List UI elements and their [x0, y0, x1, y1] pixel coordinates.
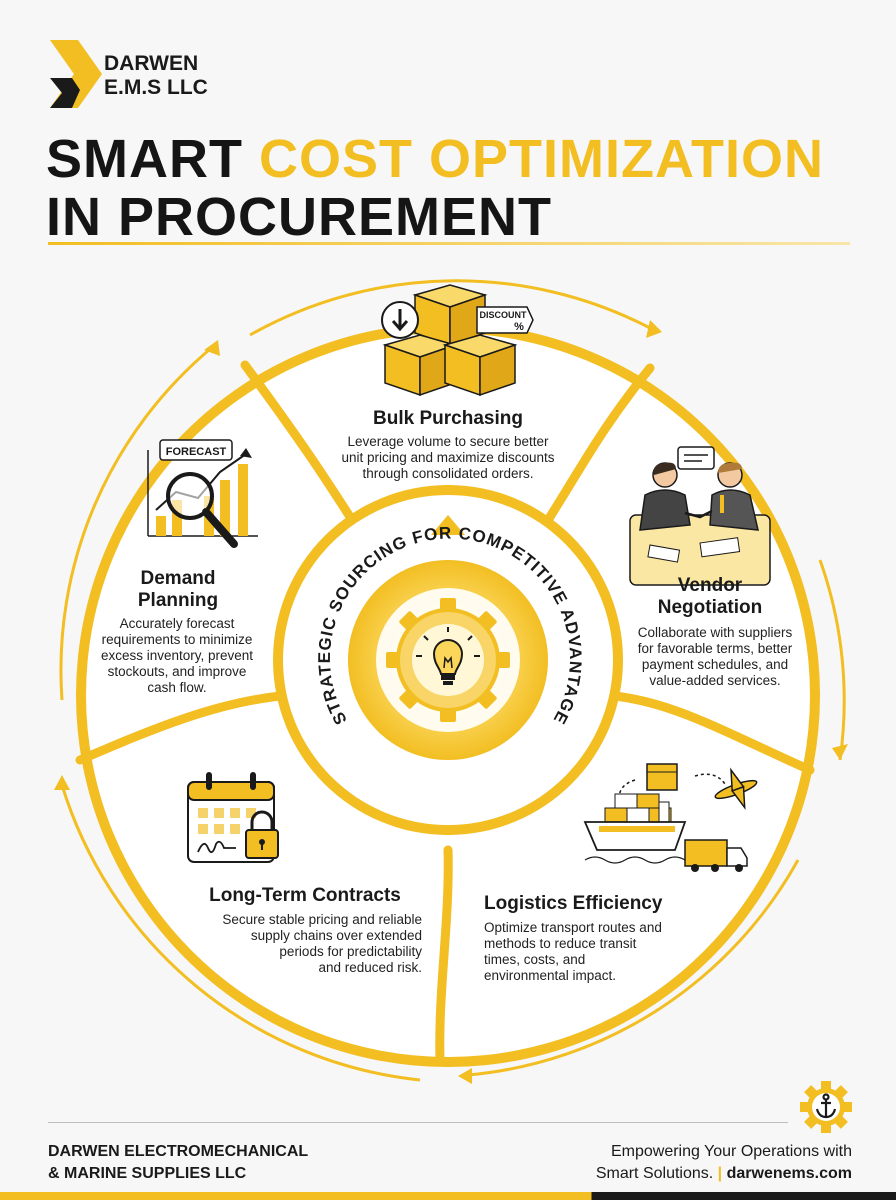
outer-cycle-arrows [59, 279, 846, 1082]
brand-name: DARWEN E.M.S LLC [104, 52, 208, 100]
vendor-title: Vendor Negotiation [610, 575, 810, 619]
brand-line2: E.M.S LLC [104, 76, 208, 99]
logistics-desc-line: environmental impact. [484, 968, 617, 983]
contracts-desc-line: Secure stable pricing and reliable [222, 912, 422, 927]
demand-desc-line: cash flow. [147, 680, 207, 695]
bulk-desc: Leverage volume to secure better unit pr… [0, 434, 896, 482]
handshake-icon [629, 446, 771, 586]
footer-company-line: DARWEN ELECTROMECHANICAL [48, 1143, 309, 1160]
title-divider [48, 242, 850, 245]
brand-line1: DARWEN [104, 52, 199, 75]
anchor-gear-icon [800, 1081, 852, 1133]
footer-divider [48, 1122, 788, 1123]
demand-desc-line: stockouts, and improve [107, 664, 247, 679]
footer-company: DARWEN ELECTROMECHANICAL & MARINE SUPPLI… [48, 1141, 308, 1185]
logistics-desc-line: methods to reduce transit [484, 936, 637, 951]
gear-lightbulb-icon [386, 598, 510, 722]
logistics-desc: Optimize transport routes and methods to… [484, 920, 724, 984]
vendor-desc-line: Collaborate with suppliers [637, 625, 793, 640]
bulk-desc-line: through consolidated orders. [362, 466, 534, 481]
vendor-desc-line: value-added services. [649, 673, 781, 688]
discount-badge-text: DISCOUNT [480, 310, 528, 320]
discount-percent-symbol: % [514, 321, 524, 333]
title-part2: IN PROCUREMENT [46, 187, 553, 247]
footer-company-line: & MARINE SUPPLIES LLC [48, 1165, 247, 1182]
vendor-title-line: Negotiation [657, 597, 763, 618]
demand-desc: Accurately forecast requirements to mini… [82, 616, 272, 696]
contracts-title: Long-Term Contracts [209, 885, 401, 906]
contracts-desc-line: supply chains over extended [250, 928, 422, 943]
forecast-chart-icon: FORECAST [147, 439, 258, 548]
demand-desc-line: Accurately forecast [119, 616, 235, 631]
forecast-badge-text: FORECAST [166, 446, 227, 458]
logistics-title: Logistics Efficiency [484, 893, 663, 914]
bulk-desc-line: unit pricing and maximize discounts [341, 450, 555, 465]
demand-title-line: Demand [140, 568, 216, 589]
footer-tagline: Empowering Your Operations with Smart So… [596, 1141, 852, 1185]
demand-desc-line: requirements to minimize [101, 632, 253, 647]
demand-title-line: Planning [137, 590, 219, 611]
contracts-desc-line: and reduced risk. [318, 960, 422, 975]
logo-chevron-icon [50, 40, 102, 108]
footer-tagline-line1: Empowering Your Operations with [610, 1143, 852, 1160]
footer-separator: | [717, 1165, 723, 1182]
logistics-icon [583, 763, 758, 872]
demand-title: Demand Planning [78, 568, 278, 612]
bulk-desc-line: Leverage volume to secure better [347, 434, 549, 449]
page-title: SMART COST OPTIMIZATION IN PROCUREMENT [46, 130, 824, 246]
bottom-accent-bar [0, 1192, 896, 1200]
contracts-desc: Secure stable pricing and reliable suppl… [160, 912, 422, 976]
logistics-desc-line: Optimize transport routes and [484, 920, 662, 935]
contracts-desc-line: periods for predictability [279, 944, 422, 959]
calendar-lock-icon [187, 772, 279, 863]
footer-tagline-line2: Smart Solutions. [595, 1165, 714, 1182]
vendor-desc-line: payment schedules, and [641, 657, 789, 672]
title-part1: SMART [46, 129, 259, 189]
discount-boxes-icon: DISCOUNT % [381, 284, 534, 397]
vendor-desc: Collaborate with suppliers for favorable… [620, 625, 810, 689]
logistics-desc-line: times, costs, and [484, 952, 586, 967]
vendor-title-line: Vendor [677, 575, 743, 596]
footer-website-link[interactable]: darwenems.com [726, 1165, 852, 1182]
vendor-desc-line: for favorable terms, better [637, 641, 793, 656]
title-accent: COST OPTIMIZATION [258, 129, 824, 189]
demand-desc-line: excess inventory, prevent [100, 648, 254, 663]
bulk-title: Bulk Purchasing [373, 408, 523, 429]
